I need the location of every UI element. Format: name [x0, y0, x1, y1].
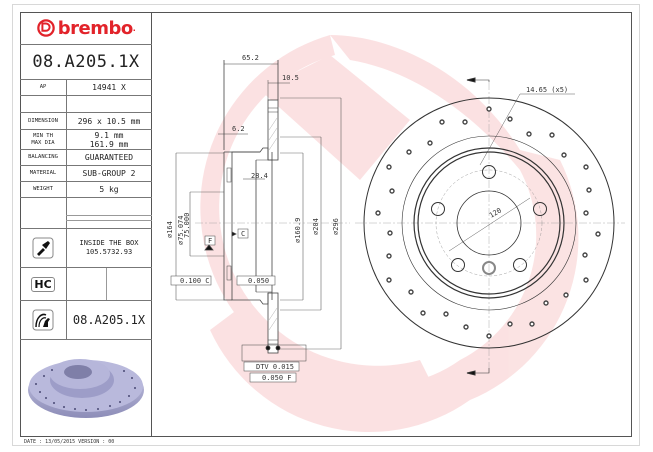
svg-text:75.000: 75.000: [183, 213, 191, 238]
svg-text:⌀75.074: ⌀75.074: [177, 215, 185, 245]
variant-part-number: 08.A205.1X: [72, 312, 146, 327]
spec-row-ap: AP 14941 X: [20, 80, 152, 96]
inside-box-row: INSIDE THE BOX 105.5732.93: [20, 228, 152, 268]
min-th-value: 9.1 mm: [94, 130, 124, 140]
svg-text:10.5: 10.5: [282, 74, 299, 82]
svg-text:14.65 (x5): 14.65 (x5): [526, 86, 568, 94]
brembo-logo-icon: [36, 19, 55, 37]
spec-row-blank: [20, 96, 152, 113]
spec-label: MATERIAL: [20, 166, 67, 181]
brembo-logo: brembo.: [20, 12, 152, 44]
info-panel: brembo. 08.A205.1X AP 14941 X DIMENSION …: [20, 12, 152, 437]
inside-box-text: INSIDE THE BOX 105.5732.93: [66, 229, 152, 267]
svg-text:0.050: 0.050: [248, 277, 269, 285]
divider: [66, 220, 152, 221]
spec-row-dimension: DIMENSION 296 x 10.5 mm: [20, 113, 152, 130]
product-photo: [28, 359, 144, 418]
svg-text:28.4: 28.4: [251, 172, 268, 180]
svg-text:0.050 F: 0.050 F: [262, 374, 292, 382]
sheet-frame: [20, 12, 632, 437]
divider: [66, 215, 152, 216]
spec-label: AP: [20, 80, 67, 95]
divider: [106, 268, 107, 300]
spec-row-min-max: MIN TH MAX DIA 9.1 mm 161.9 mm: [20, 130, 152, 150]
front-disc-view: [355, 77, 625, 376]
product-image-row: [20, 340, 152, 437]
svg-text:F: F: [208, 237, 212, 245]
screw-icon: [32, 237, 54, 259]
spec-value: 5 kg: [99, 185, 119, 194]
spec-label: MIN TH MAX DIA: [20, 130, 67, 149]
brand-name: brembo: [57, 17, 133, 39]
svg-text:0.100 C: 0.100 C: [180, 277, 210, 285]
spec-row-weight: WEIGHT 5 kg: [20, 182, 152, 198]
variant-icon-cell: [20, 301, 67, 339]
hc-icon: HC: [31, 276, 55, 292]
max-dia-value: 161.9 mm: [89, 139, 129, 149]
blank-cell: [20, 96, 67, 112]
inside-box-part: 105.5732.93: [85, 248, 133, 256]
spec-row-material: MATERIAL SUB-GROUP 2: [20, 166, 152, 182]
hc-row: HC: [20, 268, 152, 301]
spec-label: BALANCING: [20, 150, 67, 165]
spec-label: DIMENSION: [20, 113, 67, 129]
part-number-row: 08.A205.1X: [20, 45, 152, 80]
variant-row: 08.A205.1X: [20, 301, 152, 340]
side-section-view: [170, 60, 350, 383]
spec-row-blank: [20, 198, 152, 228]
brand-logo-row: brembo.: [20, 12, 152, 45]
svg-text:DTV 0.015: DTV 0.015: [256, 363, 294, 371]
inside-box-label: INSIDE THE BOX: [79, 239, 139, 247]
min-th-label: MIN TH: [33, 132, 53, 139]
svg-text:6.2: 6.2: [232, 125, 245, 133]
spec-value: GUARANTEED: [84, 153, 134, 162]
hc-cell: HC: [20, 268, 67, 300]
sheet-outer-border: [12, 4, 640, 446]
svg-text:⌀296: ⌀296: [332, 218, 340, 235]
max-dia-label: MAX DIA: [31, 139, 55, 146]
spec-label: WEIGHT: [20, 182, 67, 197]
blank-cell: [20, 198, 67, 228]
spec-value: 14941 X: [92, 83, 126, 92]
spec-row-balancing: BALANCING GUARANTEED: [20, 150, 152, 166]
svg-text:65.2: 65.2: [242, 54, 259, 62]
svg-text:⌀160.9: ⌀160.9: [294, 218, 302, 243]
spec-value: 9.1 mm 161.9 mm: [66, 130, 152, 149]
svg-text:C: C: [241, 230, 245, 238]
side-view-dimensions: 65.2 10.5 6.2 28.4 ⌀164 ⌀75.074 75.000 ⌀…: [166, 54, 340, 382]
svg-text:⌀164: ⌀164: [166, 221, 174, 238]
screw-cell: [20, 229, 67, 267]
date-version-footer: DATE : 13/05/2015 VERSION : 00: [24, 439, 115, 445]
part-number: 08.A205.1X: [32, 52, 140, 72]
spec-value: SUB-GROUP 2: [82, 169, 136, 178]
spec-value: 296 x 10.5 mm: [77, 116, 141, 126]
svg-text:⌀204: ⌀204: [312, 218, 320, 235]
brembo-watermark: [200, 35, 579, 433]
disc-variant-icon: [32, 309, 54, 331]
